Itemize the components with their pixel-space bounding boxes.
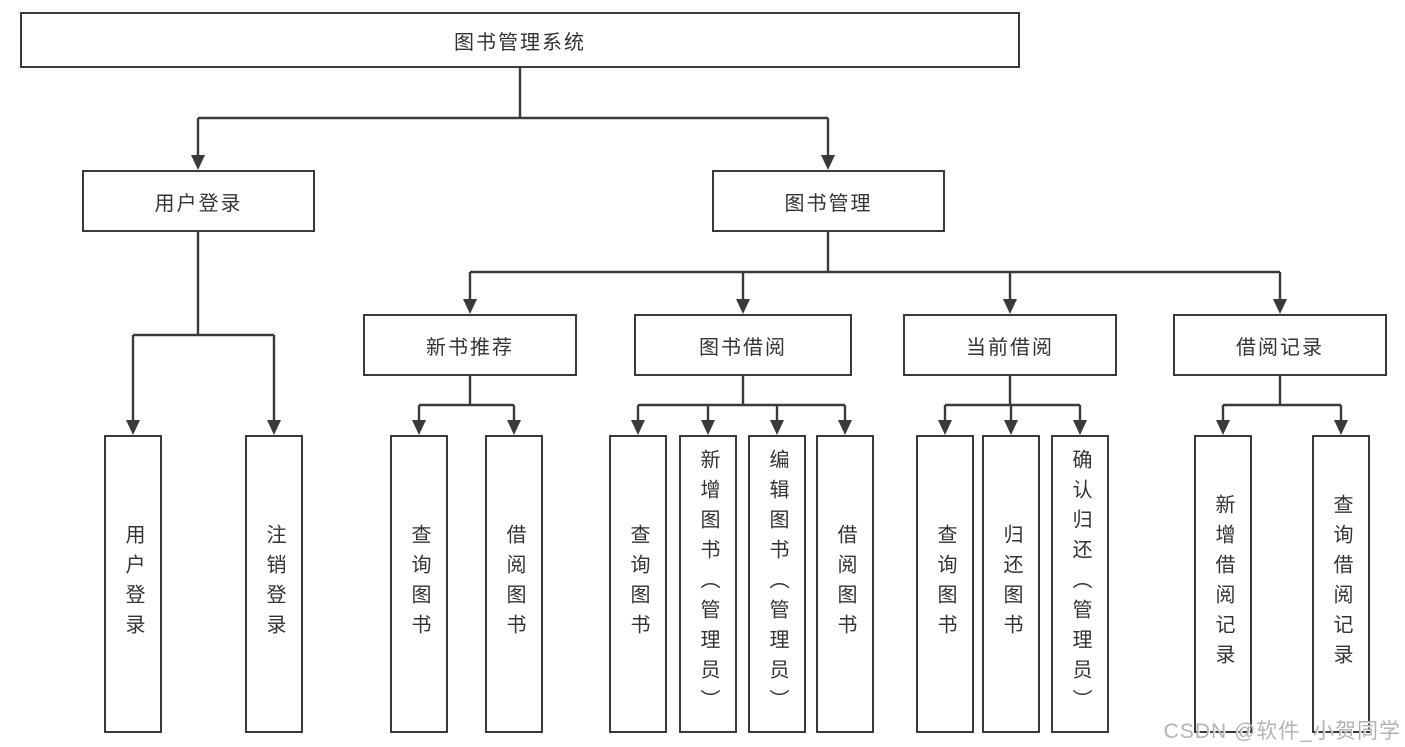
node-new-book-recommend: 新书推荐 [363, 314, 577, 376]
leaf-add-book-admin: 新增图书（管理员） [679, 435, 737, 733]
leaf-borrow-books-recommend: 借阅图书 [485, 435, 543, 733]
connector-borrow-records-to-leaves [1216, 376, 1348, 435]
leaf-query-books-recommend: 查询图书 [390, 435, 448, 733]
connector-root-to-level2 [191, 68, 835, 170]
leaf-user-login: 用户登录 [104, 435, 162, 733]
leaf-borrow-books: 借阅图书 [816, 435, 874, 733]
node-book-management: 图书管理 [712, 170, 945, 232]
leaf-query-books-borrow: 查询图书 [609, 435, 667, 733]
connector-book-borrow-to-leaves [631, 376, 852, 435]
node-root-library-management-system: 图书管理系统 [20, 12, 1020, 68]
leaf-edit-book-admin: 编辑图书（管理员） [748, 435, 806, 733]
node-borrow-records: 借阅记录 [1173, 314, 1387, 376]
node-current-borrow: 当前借阅 [903, 314, 1117, 376]
connector-current-borrow-to-leaves [938, 376, 1087, 435]
connector-new-book-recommend-to-leaves [412, 376, 521, 435]
connector-user-login-to-leaves [126, 232, 281, 435]
leaf-logout: 注销登录 [245, 435, 303, 733]
leaf-return-books: 归还图书 [982, 435, 1040, 733]
node-book-borrow: 图书借阅 [634, 314, 852, 376]
connector-book-management-to-level3 [463, 232, 1287, 314]
leaf-query-books-current: 查询图书 [916, 435, 974, 733]
watermark: CSDN @软件_小贺同学 [1163, 720, 1401, 743]
leaf-confirm-return-admin: 确认归还（管理员） [1051, 435, 1109, 733]
leaf-query-borrow-record: 查询借阅记录 [1312, 435, 1370, 733]
leaf-add-borrow-record: 新增借阅记录 [1194, 435, 1252, 733]
node-user-login: 用户登录 [82, 170, 315, 232]
